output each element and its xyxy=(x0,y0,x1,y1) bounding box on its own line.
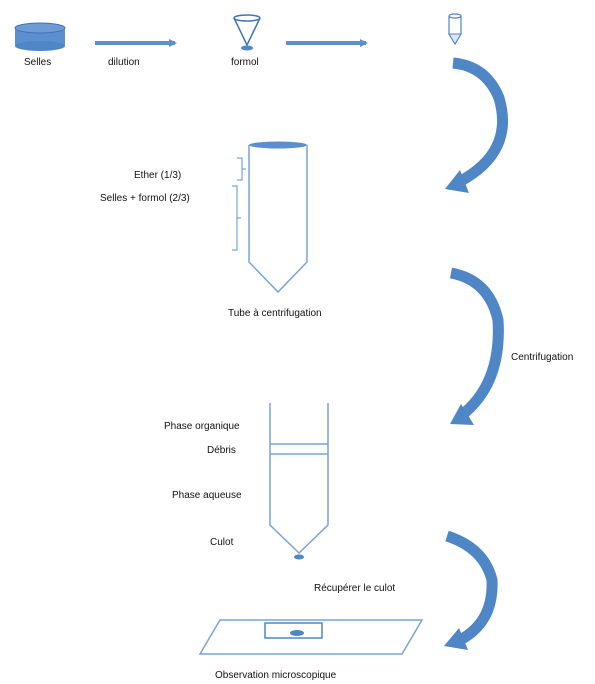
label-recuperer-culot: Récupérer le culot xyxy=(314,583,396,594)
stool-container-icon xyxy=(14,22,66,51)
centrifuge-tube-2 xyxy=(269,403,329,560)
small-tube-icon xyxy=(448,13,462,46)
label-tube-centrifugation: Tube à centrifugation xyxy=(228,308,322,319)
label-phase-aqueuse: Phase aqueuse xyxy=(172,490,242,501)
sample-drop xyxy=(290,630,304,636)
label-phase-organique: Phase organique xyxy=(164,421,240,432)
label-debris: Débris xyxy=(207,445,236,456)
centrifuge-tube-1 xyxy=(248,141,308,294)
label-selles-formol: Selles + formol (2/3) xyxy=(100,193,190,204)
label-dilution: dilution xyxy=(108,57,140,68)
funnel-icon xyxy=(233,14,261,51)
label-centrifugation: Centrifugation xyxy=(511,352,574,363)
curved-arrow-1 xyxy=(445,57,508,193)
cover-slip xyxy=(264,622,323,639)
bracket-ether xyxy=(237,157,246,181)
curved-arrow-2 xyxy=(449,267,504,425)
label-observation: Observation microscopique xyxy=(215,670,337,681)
label-selles: Selles xyxy=(24,57,52,68)
sediment-pellet xyxy=(294,554,304,560)
label-ether: Ether (1/3) xyxy=(134,170,182,181)
label-formol: formol xyxy=(231,57,259,68)
curved-arrow-3 xyxy=(444,530,498,650)
label-culot: Culot xyxy=(210,537,234,548)
bracket-selles-formol xyxy=(232,185,241,251)
microscope-slide xyxy=(198,619,424,655)
